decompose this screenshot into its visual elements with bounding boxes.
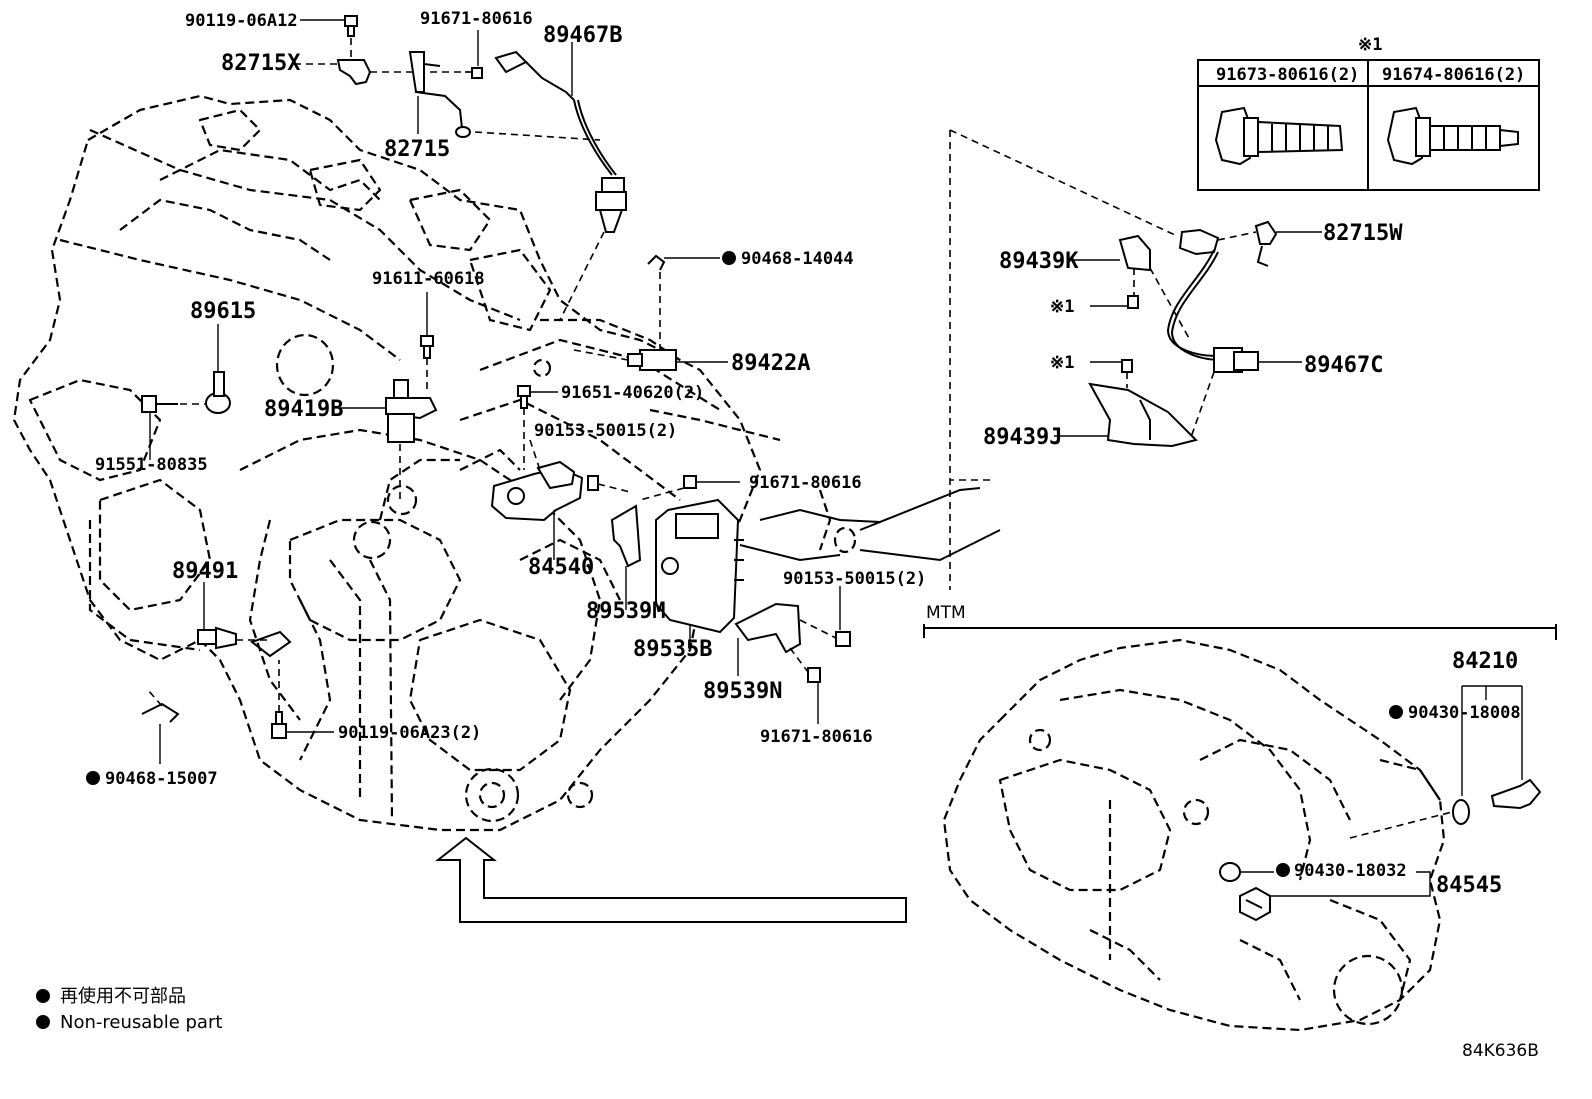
legend: 再使用不可部品 Non-reusable part (36, 986, 222, 1033)
label-89539N: 89539N (703, 679, 782, 704)
legend-dot-en (36, 1015, 50, 1029)
bolt-reference-table (1197, 59, 1540, 191)
label-89615: 89615 (190, 299, 256, 324)
bracket-89539M-icon (610, 504, 642, 568)
bolt-91673-80616-icon (1214, 106, 1344, 166)
washer-90430-18008-icon (1452, 799, 1470, 825)
label-91671-80616-bot: 91671-80616 (760, 727, 873, 747)
sensor-89615-icon (205, 371, 231, 414)
label-91671-80616-mid: 91671-80616 (749, 473, 862, 493)
label-82715X: 82715X (221, 51, 300, 76)
label-91651-40620: 91651-40620(2) (561, 383, 704, 403)
bolt-91671-80616-top-icon (471, 67, 483, 79)
label-90153-50015-b: 90153-50015(2) (783, 569, 926, 589)
legend-en: Non-reusable part (60, 1012, 222, 1033)
ref-mark-1a: ※1 (1050, 297, 1074, 317)
label-mtm: MTM (926, 603, 966, 623)
label-89539M: 89539M (586, 599, 665, 624)
transfer-arrow (435, 836, 907, 923)
label-91671-80616-top: 91671-80616 (420, 9, 533, 29)
label-82715W: 82715W (1323, 221, 1403, 246)
plug-84545-icon (1239, 886, 1271, 922)
washer-90430-18032-icon (1219, 862, 1241, 882)
label-82715: 82715 (384, 137, 450, 162)
non-reusable-dot-90430-18032 (1276, 863, 1290, 877)
bolt-91611-60618-icon (420, 335, 434, 359)
sensor-89491-icon (197, 626, 237, 650)
label-91611-60618: 91611-60618 (372, 269, 485, 289)
bolt-90119-06A23-icon (271, 711, 287, 739)
label-90119-06A12: 90119-06A12 (185, 11, 298, 31)
sensor-89422A-icon (627, 349, 677, 371)
bracket-89539N-icon (734, 602, 802, 654)
label-89422A: 89422A (731, 351, 810, 376)
inset-ref-mark: ※1 (1358, 35, 1382, 55)
legend-jp: 再使用不可部品 (60, 986, 186, 1007)
harness-82715-icon (408, 51, 471, 138)
engine-transaxle-assembly (12, 94, 781, 832)
switch-84540-icon (490, 460, 584, 522)
non-reusable-dot-90468-14044 (722, 251, 736, 265)
legend-dot-jp (36, 989, 50, 1003)
label-84540: 84540 (528, 555, 594, 580)
inset-col1-label: 91673-80616(2) (1216, 65, 1359, 85)
label-90119-06A23: 90119-06A23(2) (338, 723, 481, 743)
label-90430-18032: 90430-18032 (1294, 861, 1407, 881)
label-84210: 84210 (1452, 649, 1518, 674)
label-90468-15007: 90468-15007 (105, 769, 218, 789)
sensor-89467B-icon (494, 50, 627, 233)
clamp-90468-15007-icon (141, 702, 180, 723)
label-89419B: 89419B (264, 397, 343, 422)
mtm-transmission (942, 638, 1446, 1032)
label-89467B: 89467B (543, 23, 622, 48)
label-89535B: 89535B (633, 637, 712, 662)
bolt-91671-80616-bot-icon (807, 667, 821, 683)
label-90468-14044: 90468-14044 (741, 249, 854, 269)
inset-col2-label: 91674-80616(2) (1382, 65, 1525, 85)
sensor-89419B-icon (385, 379, 438, 443)
bolt-90153-50015-b-icon (835, 631, 851, 647)
axle-stub (739, 487, 1001, 562)
non-reusable-dot-90430-18008 (1389, 705, 1403, 719)
switch-84210-icon (1490, 778, 1542, 810)
label-90153-50015-a: 90153-50015(2) (534, 421, 677, 441)
label-84545: 84545 (1436, 873, 1502, 898)
label-89439J: 89439J (983, 425, 1062, 450)
diagram-code: 84K636B (1462, 1041, 1539, 1061)
ref-mark-1b: ※1 (1050, 353, 1074, 373)
bolt-91551-80835-icon (141, 395, 178, 413)
part-labels: 90119-06A12 82715X 91671-80616 89467B 82… (86, 9, 1525, 898)
bolt-90153-50015-a-icon (587, 475, 599, 491)
inset-sensor-group (1088, 220, 1278, 448)
bolt-90119-06A12-icon (344, 15, 358, 37)
ecu-89535B-icon (655, 498, 744, 634)
label-89491: 89491 (172, 559, 238, 584)
clamp-82715X-icon (336, 59, 372, 86)
bolt-91674-80616-icon (1386, 106, 1519, 166)
clip-90468-14044-icon (647, 254, 666, 271)
label-90430-18008: 90430-18008 (1408, 703, 1521, 723)
label-91551-80835: 91551-80835 (95, 455, 208, 475)
label-89467C: 89467C (1304, 353, 1383, 378)
non-reusable-dot-90468-15007 (86, 771, 100, 785)
label-89439K: 89439K (999, 249, 1079, 274)
bolt-91671-80616-mid-icon (683, 475, 697, 489)
